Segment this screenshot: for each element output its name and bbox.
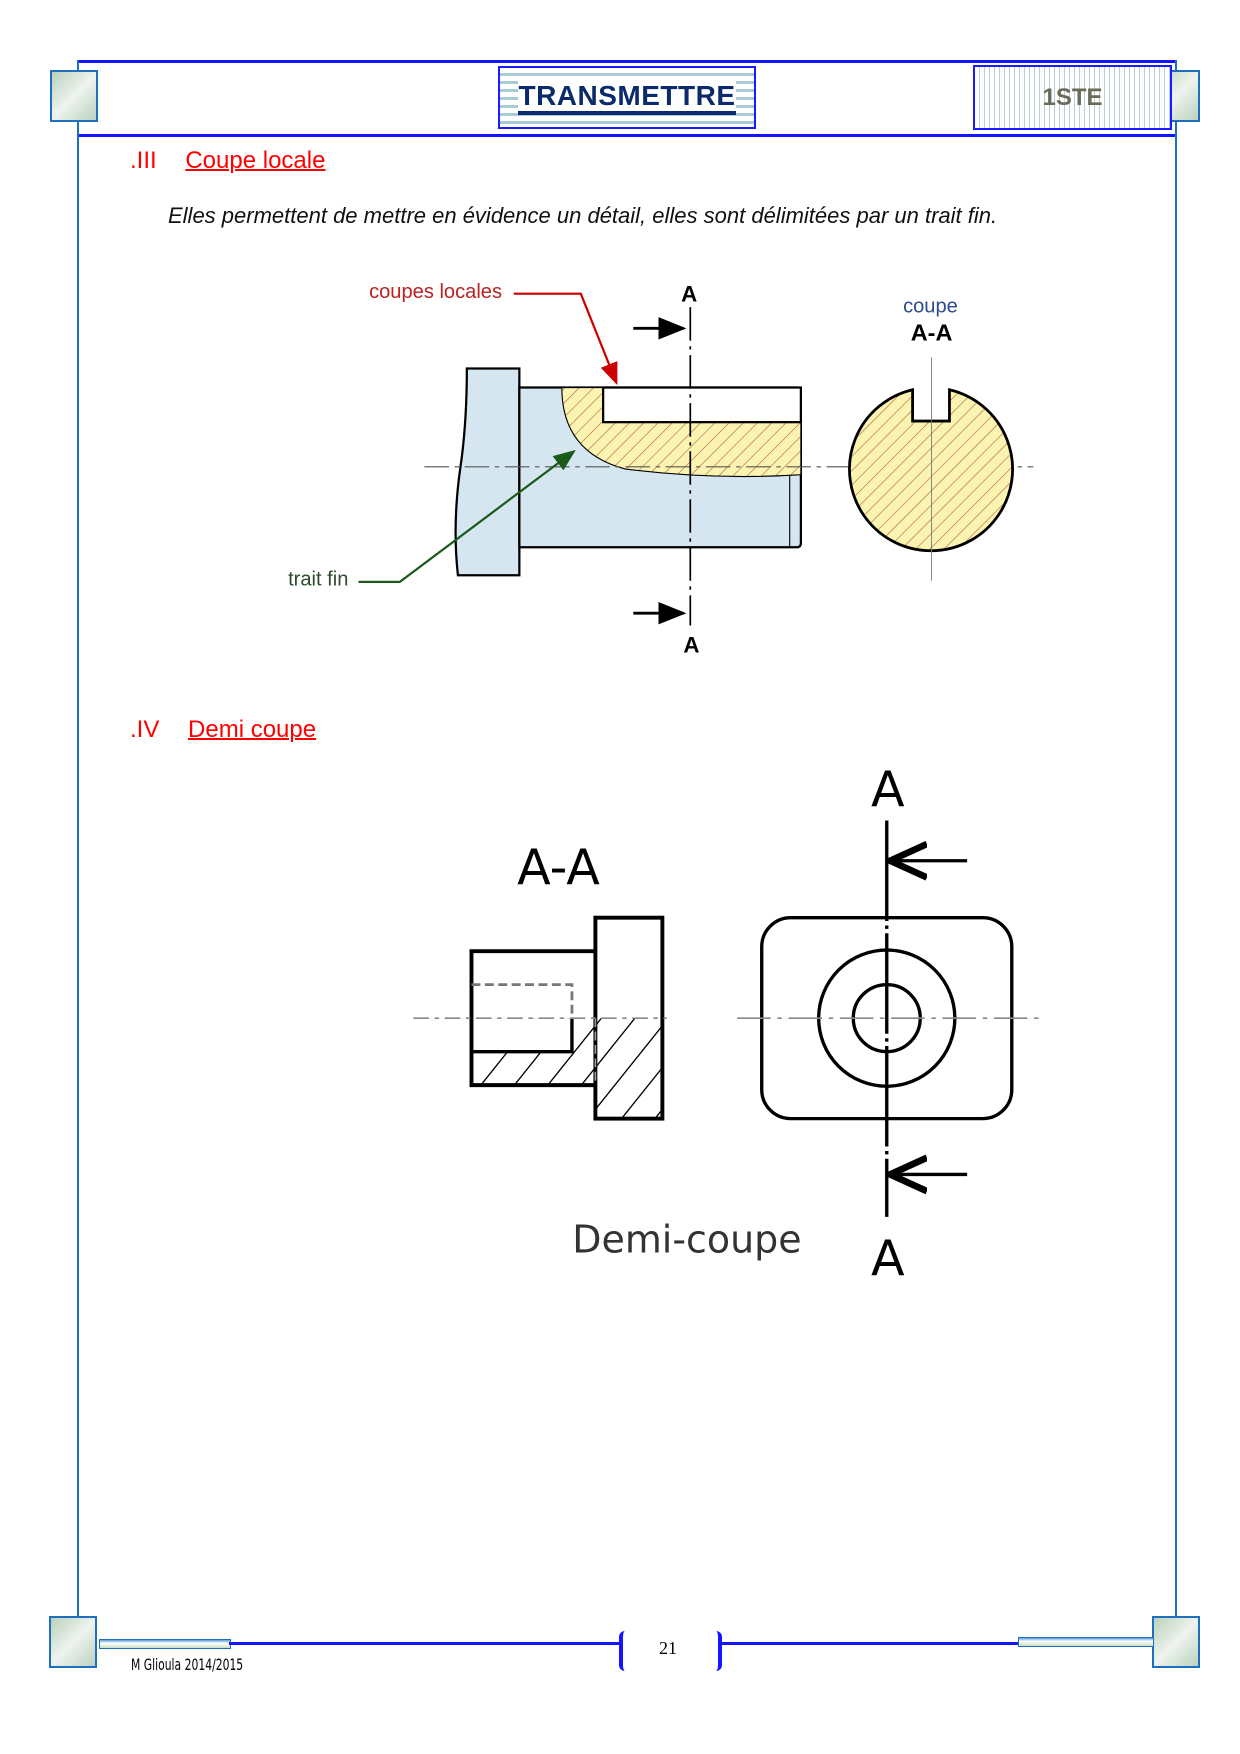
intro-text: Elles permettent de mettre en évidence u… — [168, 203, 998, 228]
corner-ornament — [1152, 1616, 1200, 1668]
section-number: .IV — [130, 716, 160, 743]
figure-caption: Demi-coupe — [572, 1218, 801, 1262]
page-title: Transmettre — [518, 80, 736, 115]
frame-left — [77, 60, 79, 1645]
section-name: A-A — [517, 838, 600, 896]
corner-ornament — [49, 1616, 97, 1668]
hidden-bore — [471, 983, 574, 1019]
footer-line — [229, 1642, 619, 1645]
corner-ornament — [50, 70, 98, 122]
section-title: Demi coupe — [188, 716, 317, 743]
section-mark-bottom: A — [683, 632, 699, 657]
section-caption: coupe — [903, 296, 958, 318]
figure-coupe-locale: A A coupe A-A coupes locales trait fin — [288, 281, 1034, 657]
section-mark-bottom: A — [871, 1229, 905, 1287]
section-aa-disc — [848, 388, 1014, 553]
section-heading-iii: .III Coupe locale — [130, 147, 325, 175]
footer-line — [720, 1642, 1018, 1645]
page-title-box: Transmettre — [498, 66, 756, 129]
section-number: .III — [130, 147, 157, 174]
label-coupes-locales: coupes locales — [369, 281, 502, 303]
section-name: A-A — [911, 320, 953, 346]
section-mark-top: A — [681, 282, 697, 307]
page-bracket-left — [619, 1631, 631, 1671]
page-number: 21 — [659, 1638, 677, 1658]
footer-author: M Glioula 2014/2015 — [131, 1655, 244, 1674]
header-top-border — [77, 60, 1177, 63]
level-box: 1STE — [973, 65, 1172, 130]
section-title: Coupe locale — [185, 147, 326, 174]
section-mark-top: A — [871, 760, 905, 818]
hatching — [471, 1018, 663, 1119]
frame-right — [1175, 60, 1177, 1645]
local-section-hatch — [561, 386, 802, 478]
keyway — [602, 386, 802, 424]
header-bottom-border — [77, 134, 1177, 137]
level-label: 1STE — [1042, 83, 1103, 111]
flange — [454, 367, 521, 577]
figure-demi-coupe: A-A A A Demi-coupe — [413, 760, 1039, 1287]
section-heading-iv: .IV Demi coupe — [130, 716, 316, 744]
footer-bar-right — [1018, 1637, 1154, 1647]
label-trait-fin: trait fin — [288, 568, 348, 590]
page-bracket-right — [710, 1631, 722, 1671]
footer-bar-left — [99, 1639, 231, 1649]
